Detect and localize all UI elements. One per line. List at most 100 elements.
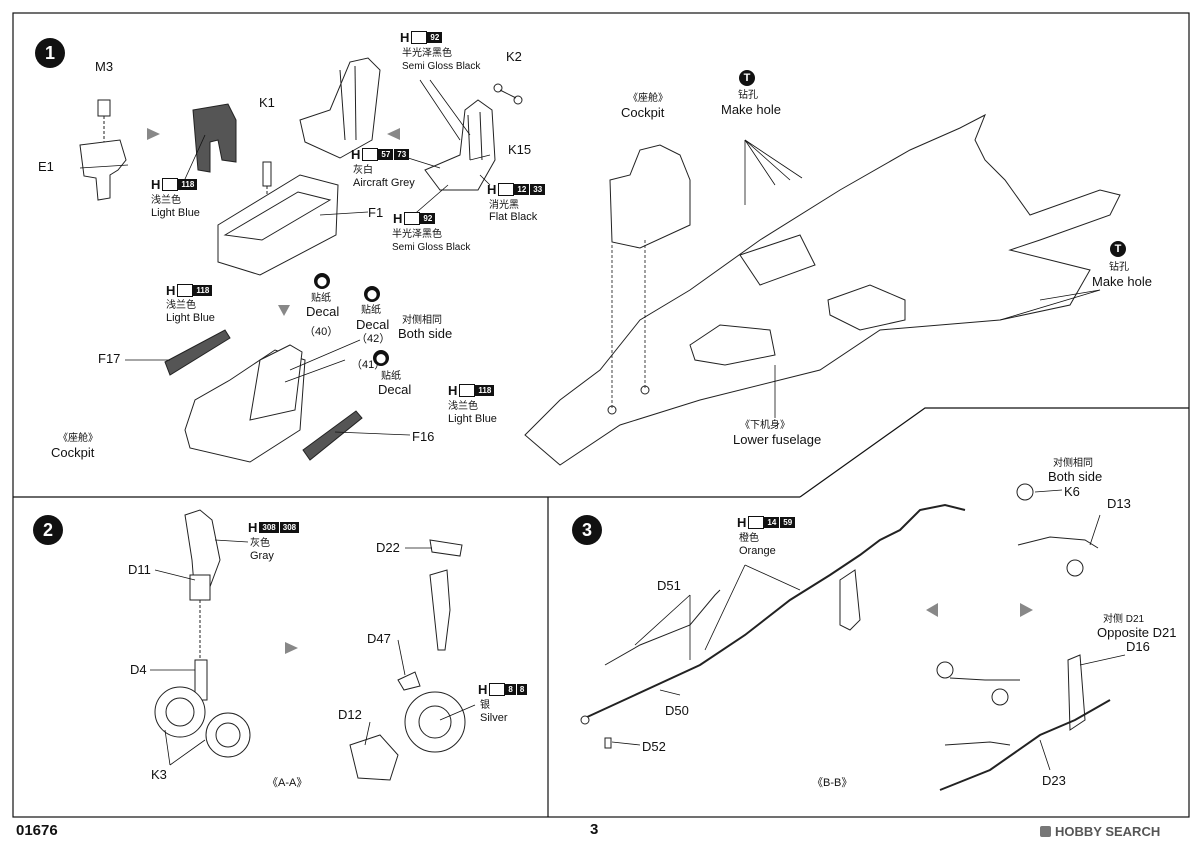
paint-name-cn: 灰色 <box>250 538 270 549</box>
paint-number: 73 <box>393 149 410 160</box>
both-side-en: Both side <box>398 326 453 341</box>
decal-label-en: Decal <box>306 304 340 319</box>
paint-chip-h92: H 92 <box>400 30 443 45</box>
paint-swatch <box>404 212 421 225</box>
paint-code: H <box>737 515 747 530</box>
paint-swatch <box>489 683 506 696</box>
paint-name-cn: 灰白 <box>353 165 373 176</box>
part-label-k1: K1 <box>259 95 275 110</box>
paint-name-cn: 半光泽黑色 <box>402 48 452 59</box>
step-3-marker: 3 <box>572 515 602 545</box>
decal-icon: ⬤ <box>364 286 380 302</box>
paint-number: 59 <box>779 517 796 528</box>
drill-icon: T <box>1110 241 1126 257</box>
decal-icon: ⬤ <box>314 273 330 289</box>
paint-name-en: Light Blue <box>166 312 215 324</box>
paint-number: 8 <box>505 684 516 695</box>
paint-code: H <box>487 182 497 197</box>
page-number: 3 <box>590 821 599 838</box>
paint-chip-h92: H 92 <box>393 211 436 226</box>
drill-icon: T <box>739 70 755 86</box>
watermark: HOBBY SEARCH <box>1040 825 1160 838</box>
part-label-d22: D22 <box>376 540 400 555</box>
paint-number: 92 <box>420 213 436 224</box>
opposite-d21-en: Opposite D21 <box>1097 625 1177 640</box>
part-label-f17: F17 <box>98 351 121 366</box>
paint-name-en: Flat Black <box>489 211 538 223</box>
part-label-k2: K2 <box>506 49 522 64</box>
paint-name-cn: 半光泽黑色 <box>392 229 442 240</box>
both-side-cn: 对侧相同 <box>402 315 442 326</box>
paint-name-en: Light Blue <box>151 207 200 219</box>
watermark-logo-icon <box>1040 826 1051 837</box>
paint-name-en: Silver <box>480 712 508 724</box>
part-label-d23: D23 <box>1042 773 1066 788</box>
paint-number: 118 <box>178 179 198 190</box>
make-hole-cn: 钻孔 <box>738 90 758 101</box>
paint-number: 92 <box>427 32 443 43</box>
part-label-d16: D16 <box>1126 639 1150 654</box>
paint-swatch <box>177 284 194 297</box>
paint-name-cn: 浅兰色 <box>448 401 478 412</box>
paint-code: H <box>166 283 176 298</box>
section-b-b-label: 《B-B》 <box>812 777 853 789</box>
make-hole-en: Make hole <box>1092 274 1152 289</box>
paint-code: H <box>400 30 410 45</box>
part-label-d12: D12 <box>338 707 362 722</box>
paint-code: H <box>248 520 258 535</box>
opposite-d21-cn: 对侧 D21 <box>1103 614 1145 625</box>
paint-name-en: Semi Gloss Black <box>402 61 481 72</box>
cockpit-label-en: Cockpit <box>621 105 665 120</box>
part-label-d4: D4 <box>130 662 147 677</box>
part-label-d13: D13 <box>1107 496 1131 511</box>
decal-label-en: Decal <box>378 382 412 397</box>
step-2-marker: 2 <box>33 515 63 545</box>
part-label-f16: F16 <box>412 429 435 444</box>
part-label-k15: K15 <box>508 142 532 157</box>
cockpit-label-cn: 《座舱》 <box>58 433 98 444</box>
decal-label-cn: 贴纸 <box>311 293 331 304</box>
both-side-en: Both side <box>1048 469 1103 484</box>
paint-code: H <box>448 383 458 398</box>
paint-name-cn: 消光黑 <box>489 200 519 211</box>
decal-icon: ⬤ <box>373 350 389 366</box>
paint-number: 8 <box>515 684 528 695</box>
paint-number: 308 <box>278 522 300 533</box>
paint-number: 57 <box>378 149 394 160</box>
paint-name-en: Semi Gloss Black <box>392 242 471 253</box>
watermark-text: HOBBY SEARCH <box>1055 824 1161 839</box>
paint-chip-h118: H 118 <box>166 283 213 298</box>
paint-number: 118 <box>475 385 495 396</box>
section-a-a-label: 《A-A》 <box>267 777 308 789</box>
paint-name-en: Aircraft Grey <box>353 177 415 189</box>
make-hole-cn: 钻孔 <box>1109 262 1129 273</box>
paint-name-en: Orange <box>739 545 776 557</box>
paint-swatch <box>162 178 179 191</box>
decal-number: （42） <box>356 333 391 345</box>
cockpit-label-cn: 《座舱》 <box>628 93 668 104</box>
decal-label-en: Decal <box>356 317 390 332</box>
paint-chip-h12-33: H 12 33 <box>487 182 546 197</box>
paint-name-en: Light Blue <box>448 413 497 425</box>
paint-name-cn: 银 <box>480 700 490 711</box>
part-label-m3: M3 <box>95 59 114 74</box>
step-1-marker: 1 <box>35 38 65 68</box>
part-label-d50: D50 <box>665 703 689 718</box>
paint-chip-h14-59: H 14 59 <box>737 515 796 530</box>
paint-number: 308 <box>259 522 279 533</box>
paint-chip-h308: H 308 308 <box>248 520 300 535</box>
part-label-k3: K3 <box>151 767 167 782</box>
paint-swatch <box>498 183 515 196</box>
paint-number: 33 <box>529 184 546 195</box>
paint-chip-h118: H 118 <box>448 383 495 398</box>
part-label-d47: D47 <box>367 631 391 646</box>
both-side-cn: 对侧相同 <box>1053 458 1093 469</box>
part-label-k6: K6 <box>1064 484 1080 499</box>
paint-swatch <box>411 31 428 44</box>
paint-code: H <box>151 177 161 192</box>
paint-swatch <box>748 516 765 529</box>
paint-code: H <box>393 211 403 226</box>
paint-swatch <box>459 384 476 397</box>
part-label-e1: E1 <box>38 159 54 174</box>
